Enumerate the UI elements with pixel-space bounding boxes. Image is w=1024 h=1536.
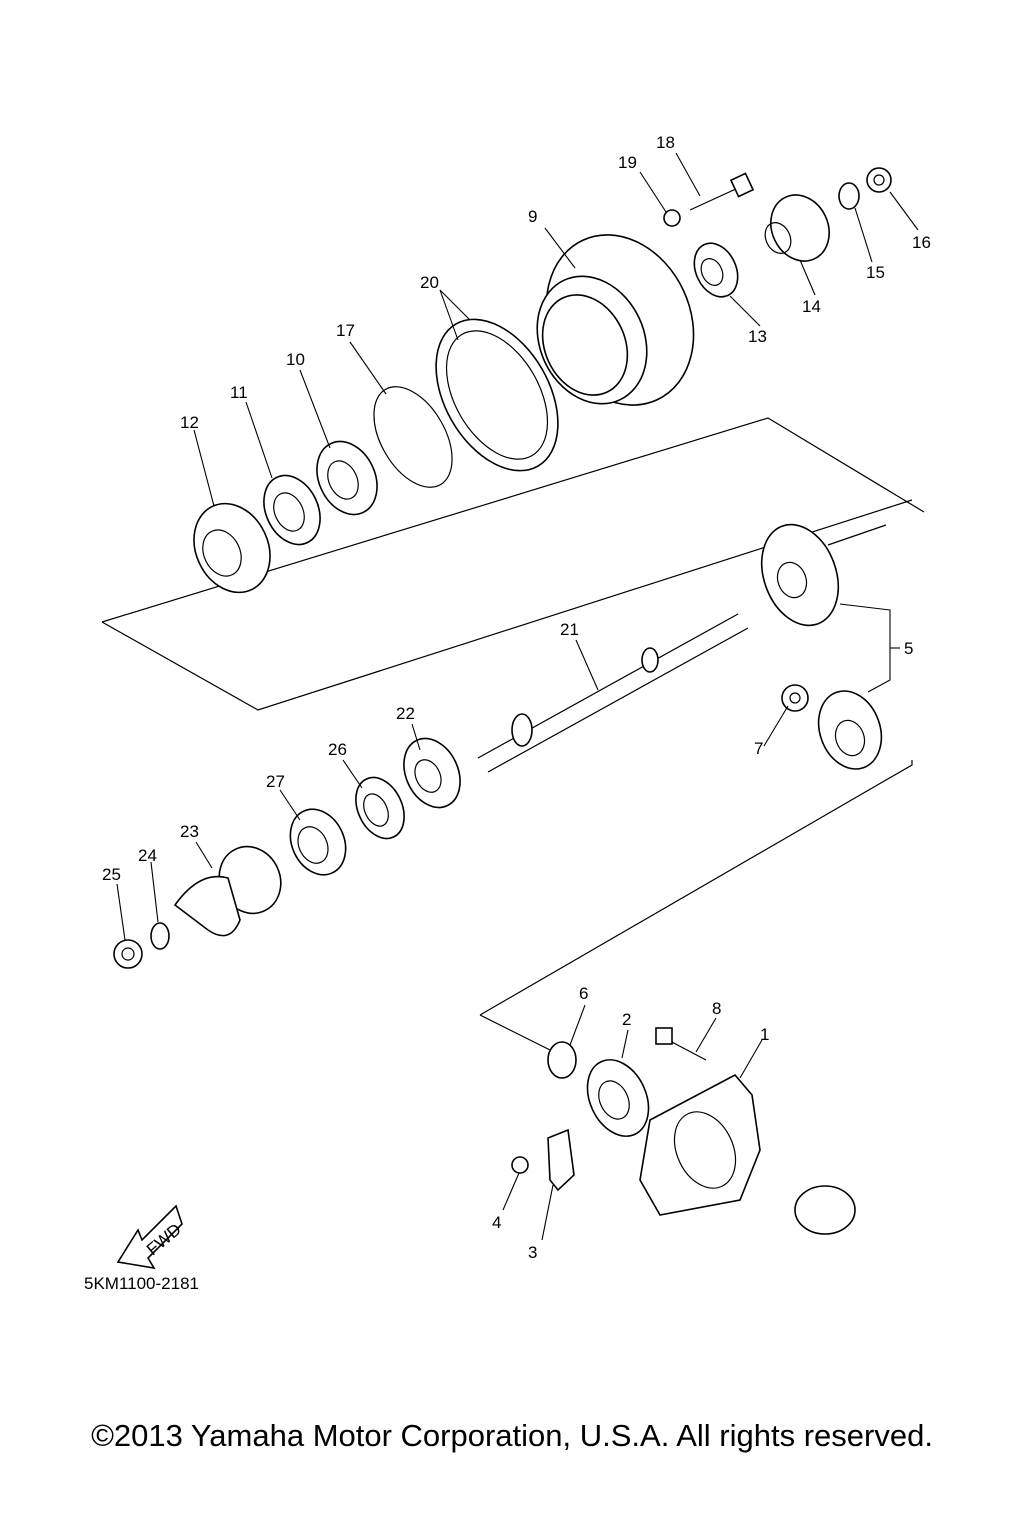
part-1-housing (639, 1073, 856, 1235)
part-14-coupling (764, 194, 830, 262)
callout-25: 25 (102, 865, 121, 884)
part-15-washer (838, 182, 860, 210)
leader-lines (116, 152, 919, 1241)
part-4-screw (511, 1156, 529, 1174)
part-24-washer (150, 922, 170, 950)
diagram-code: 5KM1100-2181 (84, 1274, 199, 1293)
part-26-ring-nut (355, 776, 405, 840)
part-6-washer (547, 1041, 577, 1079)
callout-6: 6 (579, 984, 588, 1003)
callout-7: 7 (754, 739, 763, 758)
callout-16: 16 (912, 233, 931, 252)
assembly-outline-lower (479, 760, 913, 1056)
part-5-gear-set (760, 523, 887, 770)
callout-21: 21 (560, 620, 579, 639)
part-9-housing (536, 234, 695, 406)
callout-20: 20 (420, 273, 439, 292)
callout-22: 22 (396, 704, 415, 723)
part-10-bearing (316, 440, 378, 516)
part-13-oil-seal (693, 242, 739, 298)
callout-11: 11 (230, 383, 248, 402)
callout-26: 26 (328, 740, 347, 759)
callout-12: 12 (180, 413, 199, 432)
callout-4: 4 (492, 1213, 501, 1232)
callout-27: 27 (266, 772, 285, 791)
assembly-outline-upper (101, 417, 925, 711)
callout-23: 23 (180, 822, 199, 841)
part-2-bearing (586, 1059, 650, 1137)
callout-3: 3 (528, 1243, 537, 1262)
part-8-bolt (655, 1027, 707, 1061)
part-23-yoke (173, 845, 282, 937)
callout-14: 14 (802, 297, 821, 316)
part-3-plate (547, 1128, 575, 1192)
part-25-nut (113, 939, 143, 969)
callout-9: 9 (528, 207, 537, 226)
part-21-shaft (477, 613, 749, 773)
callout-13: 13 (748, 327, 767, 346)
callout-19: 19 (618, 153, 637, 172)
callout-labels: 1 2 3 4 5 6 7 8 9 10 11 12 13 14 15 16 1… (102, 133, 931, 1262)
part-19-washer (663, 209, 681, 227)
part-22-bearing (403, 737, 461, 809)
callout-17: 17 (336, 321, 355, 340)
part-20-gasket (435, 318, 559, 472)
part-16-nut (866, 167, 892, 193)
callout-1: 1 (760, 1025, 769, 1044)
part-18-bolt (689, 172, 755, 211)
callout-24: 24 (138, 846, 157, 865)
part-17-o-ring (373, 386, 453, 488)
callout-15: 15 (866, 263, 885, 282)
part-12-oil-seal (193, 502, 271, 594)
callout-5: 5 (904, 639, 913, 658)
part-27-oil-seal (289, 808, 347, 876)
callout-2: 2 (622, 1010, 631, 1029)
part-11-ring-nut (263, 474, 321, 546)
callout-10: 10 (286, 350, 305, 369)
callout-8: 8 (712, 999, 721, 1018)
copyright-notice: ©2013 Yamaha Motor Corporation, U.S.A. A… (91, 1418, 933, 1453)
fwd-arrow-icon: FWD (116, 1204, 185, 1270)
part-7-nut (781, 684, 809, 712)
callout-18: 18 (656, 133, 675, 152)
